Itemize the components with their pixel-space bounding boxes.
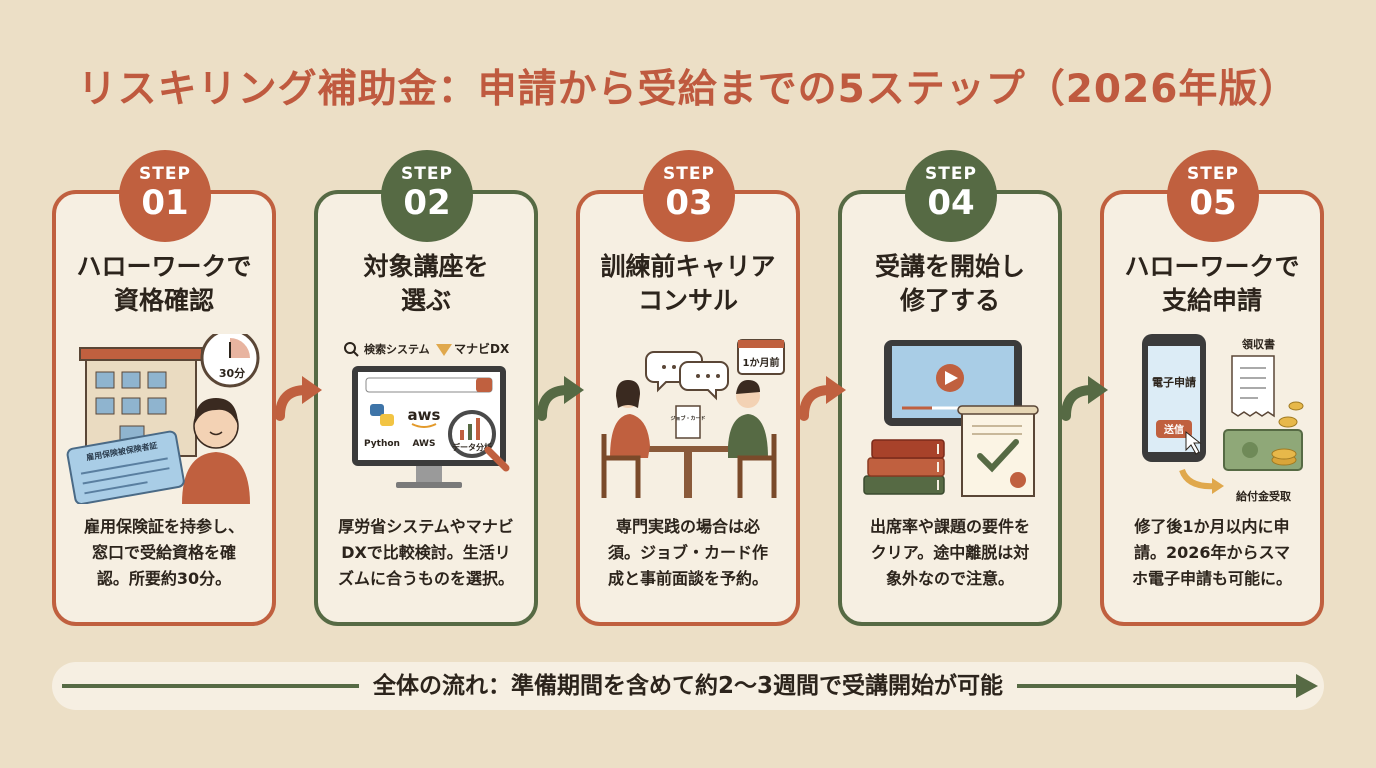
step-card-3: 訓練前キャリア コンサル 1か月前 ジョブ・カード xyxy=(576,190,800,626)
job-card-label: ジョブ・カード xyxy=(670,415,705,422)
clock-label: 30分 xyxy=(219,366,245,380)
step-4-title-line1: 受講を開始し xyxy=(874,252,1025,281)
person-icon xyxy=(182,398,250,504)
insurance-card-icon: 雇用保険被保険者証 xyxy=(66,430,185,504)
step-3-badge-number: 03 xyxy=(665,183,713,223)
step-card-2: 対象講座を 選ぶ 検索システム マナビDX Python aws AWS xyxy=(314,190,538,626)
step-4-badge-label: STEP xyxy=(925,164,977,184)
step-1-title-line1: ハローワークで xyxy=(76,252,252,281)
step-2-badge-label: STEP xyxy=(401,164,453,184)
step-2-title-line1: 対象講座を xyxy=(363,252,489,281)
step-card-4: 受講を開始し 修了する 出席率や課題の要件を xyxy=(838,190,1062,626)
step-5-badge-label: STEP xyxy=(1187,164,1239,184)
search-system-label: 検索システム xyxy=(364,342,430,356)
step-1-badge-number: 01 xyxy=(141,183,189,223)
books-icon xyxy=(863,439,945,495)
course-data-analysis: データ分析 xyxy=(452,442,492,452)
step-4-title-line2: 修了する xyxy=(899,286,1000,315)
receipt-icon xyxy=(1231,355,1275,418)
step-2-desc-line3: ズムに合うものを選択。 xyxy=(337,569,514,588)
step-2-illustration: 検索システム マナビDX Python aws AWS データ分析 xyxy=(344,341,510,488)
phone-screen-label: 電子申請 xyxy=(1152,375,1196,389)
coins-icon xyxy=(1223,401,1304,471)
step-2-desc-line2: DXで比較検討。生活リ xyxy=(341,543,511,562)
aws-logo-text: aws xyxy=(408,406,441,424)
step-2-badge: STEP 02 xyxy=(381,150,473,242)
clock-icon: 30分 xyxy=(200,334,260,388)
step-3-illustration: 1か月前 ジョブ・カード xyxy=(601,339,785,498)
step-5-desc-line1: 修了後1か月以内に申 xyxy=(1134,517,1290,536)
office-building-icon xyxy=(79,347,203,457)
step-1-badge: STEP 01 xyxy=(119,150,211,242)
submit-button-label: 送信 xyxy=(1163,423,1184,436)
step-4-illustration xyxy=(863,340,1039,497)
arrow-2-to-3 xyxy=(538,376,584,421)
step-5-badge-number: 05 xyxy=(1189,183,1237,223)
calendar-label: 1か月前 xyxy=(743,356,780,369)
step-3-title: 訓練前キャリア コンサル xyxy=(580,250,796,318)
arrow-4-to-5 xyxy=(1062,376,1108,421)
magnifier-icon: データ分析 xyxy=(448,410,510,472)
arrow-3-to-4 xyxy=(800,376,846,421)
step-1-desc-line2: 窓口で受給資格を確 xyxy=(91,543,236,562)
step-5-title-line1: ハローワークで xyxy=(1124,252,1300,281)
step-4-badge: STEP 04 xyxy=(905,150,997,242)
course-python: Python xyxy=(364,439,400,449)
step-3-title-line2: コンサル xyxy=(637,286,738,315)
step-4-title: 受講を開始し 修了する xyxy=(842,250,1058,318)
step-1-title: ハローワークで 資格確認 xyxy=(56,250,272,318)
payment-label: 給付金受取 xyxy=(1236,489,1291,503)
step-1-badge-label: STEP xyxy=(139,164,191,184)
meeting-icon: ジョブ・カード xyxy=(601,380,777,498)
certificate-icon xyxy=(957,405,1039,497)
overall-flow-text: 全体の流れ：準備期間を含めて約2〜3週間で受講開始が可能 xyxy=(0,662,1376,710)
step-1-desc-line3: 認。所要約30分。 xyxy=(96,569,232,588)
step-3-desc-line3: 成と事前面談を予約。 xyxy=(607,569,768,588)
step-2-title-line2: 選ぶ xyxy=(400,286,451,315)
step-1-desc-line1: 雇用保険証を持参し、 xyxy=(83,517,244,536)
step-2-title: 対象講座を 選ぶ xyxy=(318,250,534,318)
step-5-badge: STEP 05 xyxy=(1167,150,1259,242)
step-4-description: 出席率や課題の要件を クリア。途中離脱は対 象外なので注意。 xyxy=(852,514,1048,592)
step-5-desc-line3: ホ電子申請も可能に。 xyxy=(1131,569,1292,588)
step-card-5: ハローワークで 支給申請 電子申請 送信 領収書 xyxy=(1100,190,1324,626)
calendar-icon: 1か月前 xyxy=(737,339,785,375)
course-aws: AWS xyxy=(413,439,436,449)
step-4-desc-line2: クリア。途中離脱は対 xyxy=(870,543,1030,562)
step-5-title: ハローワークで 支給申請 xyxy=(1104,250,1320,318)
step-1-title-line2: 資格確認 xyxy=(113,286,214,315)
step-4-badge-number: 04 xyxy=(927,183,975,223)
smartphone-icon: 電子申請 送信 xyxy=(1142,334,1206,462)
search-icon xyxy=(344,342,359,357)
step-1-description: 雇用保険証を持参し、 窓口で受給資格を確 認。所要約30分。 xyxy=(66,514,262,592)
step-3-badge: STEP 03 xyxy=(643,150,735,242)
speech-bubble-icon xyxy=(645,351,729,401)
step-card-1: ハローワークで 資格確認 30分 雇用保険被保険 xyxy=(52,190,276,626)
step-5-desc-line2: 請。2026年からスマ xyxy=(1133,543,1291,562)
step-4-desc-line3: 象外なので注意。 xyxy=(885,569,1014,588)
step-4-desc-line1: 出席率や課題の要件を xyxy=(869,517,1030,536)
overall-flow-label: 全体の流れ：準備期間を含めて約2〜3週間で受講開始が可能 xyxy=(358,673,1017,699)
step-2-badge-number: 02 xyxy=(403,183,451,223)
step-2-desc-line1: 厚労省システムやマナビ xyxy=(338,517,514,536)
arrow-1-to-2 xyxy=(276,376,322,421)
step-1-illustration: 30分 雇用保険被保険者証 xyxy=(66,334,260,504)
step-5-description: 修了後1か月以内に申 請。2026年からスマ ホ電子申請も可能に。 xyxy=(1114,514,1310,592)
step-3-description: 専門実践の場合は必 須。ジョブ・カード作 成と事前面談を予約。 xyxy=(590,514,786,592)
manabi-dx-label: マナビDX xyxy=(454,341,510,356)
step-3-title-line1: 訓練前キャリア xyxy=(600,252,776,281)
receipt-label: 領収書 xyxy=(1241,337,1275,351)
step-3-badge-label: STEP xyxy=(663,164,715,184)
step-3-desc-line1: 専門実践の場合は必 xyxy=(615,517,760,536)
step-2-description: 厚労省システムやマナビ DXで比較検討。生活リ ズムに合うものを選択。 xyxy=(328,514,524,592)
page-title: リスキリング補助金：申請から受給までの5ステップ（2026年版） xyxy=(77,67,1299,112)
step-3-desc-line2: 須。ジョブ・カード作 xyxy=(607,543,768,562)
python-logo-icon xyxy=(370,404,394,426)
step-5-illustration: 電子申請 送信 領収書 給付金受取 xyxy=(1142,334,1304,503)
step-5-title-line2: 支給申請 xyxy=(1161,286,1262,315)
